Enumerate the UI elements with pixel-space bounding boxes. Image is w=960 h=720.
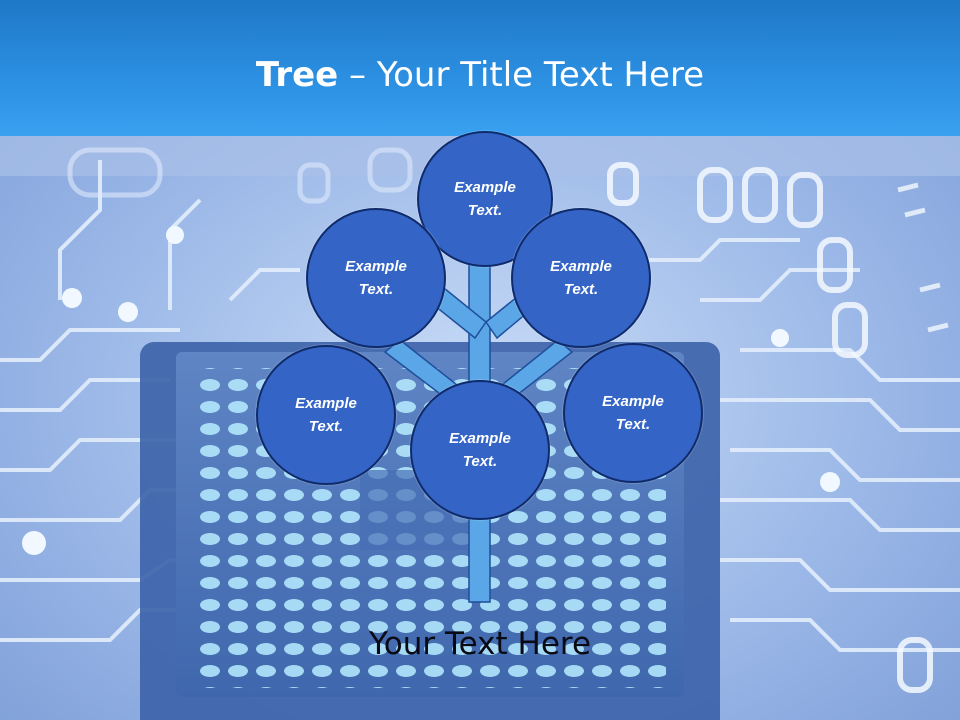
- node-text-line2: Text.: [563, 281, 599, 298]
- node-text-line1: Example: [454, 179, 516, 196]
- node-text-line2: Text.: [615, 416, 651, 433]
- node-text-line2: Text.: [358, 281, 394, 298]
- node-text-line2: Text.: [462, 453, 498, 470]
- node-text-line1: Example: [345, 258, 407, 275]
- node-text-line1: Example: [550, 258, 612, 275]
- slide-title[interactable]: Tree – Your Title Text Here: [0, 52, 960, 98]
- node-text-line1: Example: [295, 395, 357, 412]
- title-rest: – Your Title Text Here: [338, 55, 705, 95]
- node-text-line2: Text.: [467, 202, 503, 219]
- title-bold: Tree: [255, 55, 339, 95]
- node-text-line1: Example: [449, 430, 511, 447]
- title-bar: [0, 0, 960, 136]
- node-text-line1: Example: [602, 393, 664, 410]
- footer-text[interactable]: Your Text Here: [368, 626, 592, 662]
- node-text-line2: Text.: [308, 418, 344, 435]
